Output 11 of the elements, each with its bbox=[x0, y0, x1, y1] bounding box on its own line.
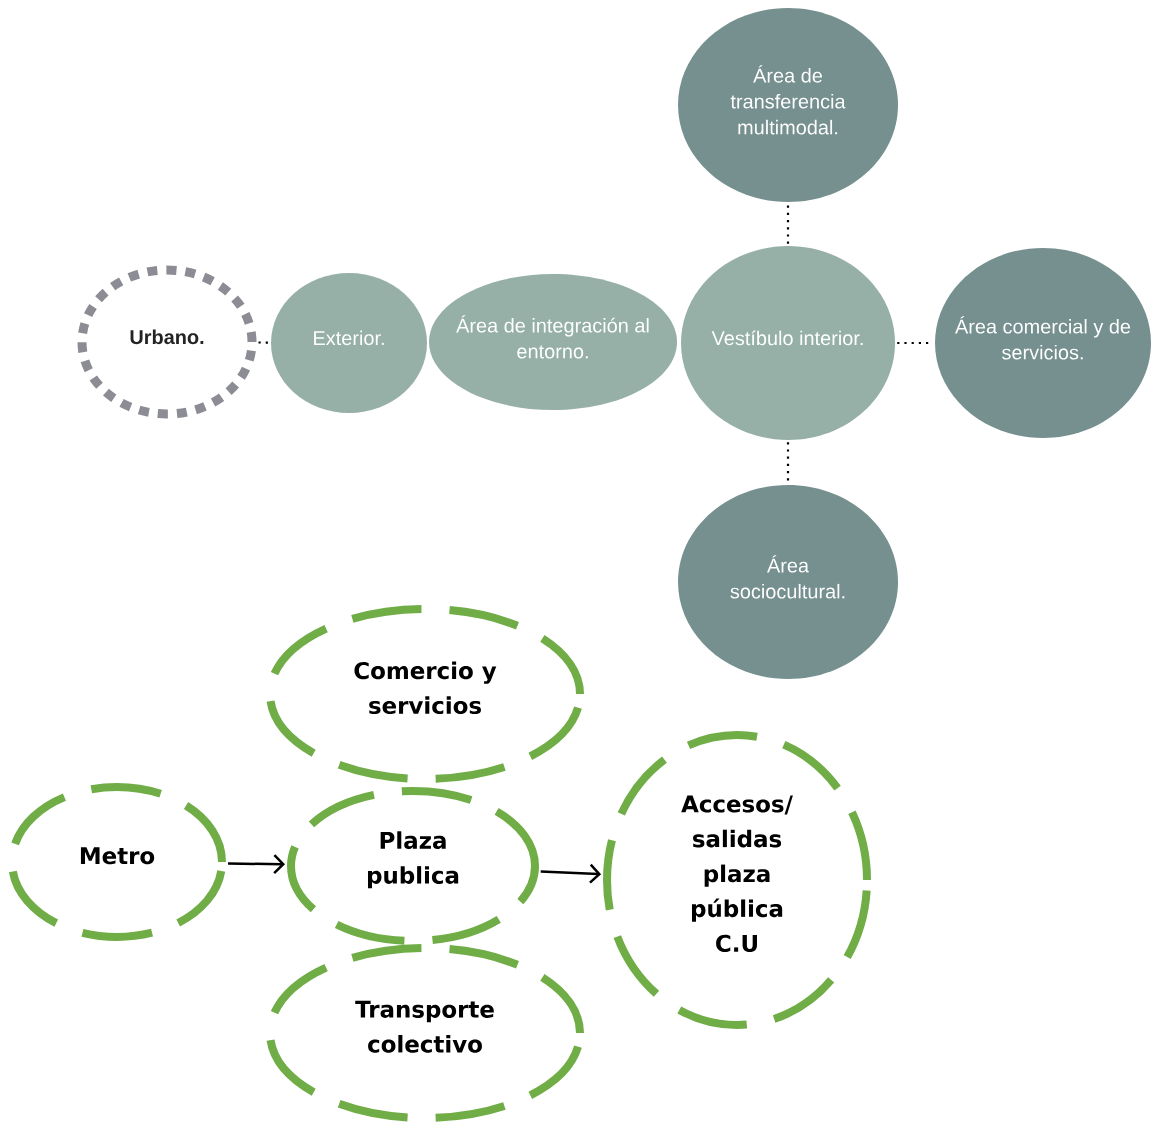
arrow bbox=[540, 863, 602, 884]
arrow bbox=[227, 854, 286, 874]
ellipse-node: Vestíbulo interior. bbox=[681, 246, 895, 440]
dotted-line bbox=[786, 442, 790, 483]
ellipse-node: Área de integración al entorno. bbox=[429, 274, 677, 410]
ellipse-node: Área comercial y de servicios. bbox=[935, 248, 1151, 438]
dotted-line bbox=[258, 341, 269, 344]
ellipse-node: Exterior. bbox=[271, 273, 427, 413]
ellipse-node: Área sociocultural. bbox=[678, 485, 898, 679]
dotted-line bbox=[786, 204, 790, 244]
ellipse-node: Área de transferencia multimodal. bbox=[678, 8, 898, 202]
